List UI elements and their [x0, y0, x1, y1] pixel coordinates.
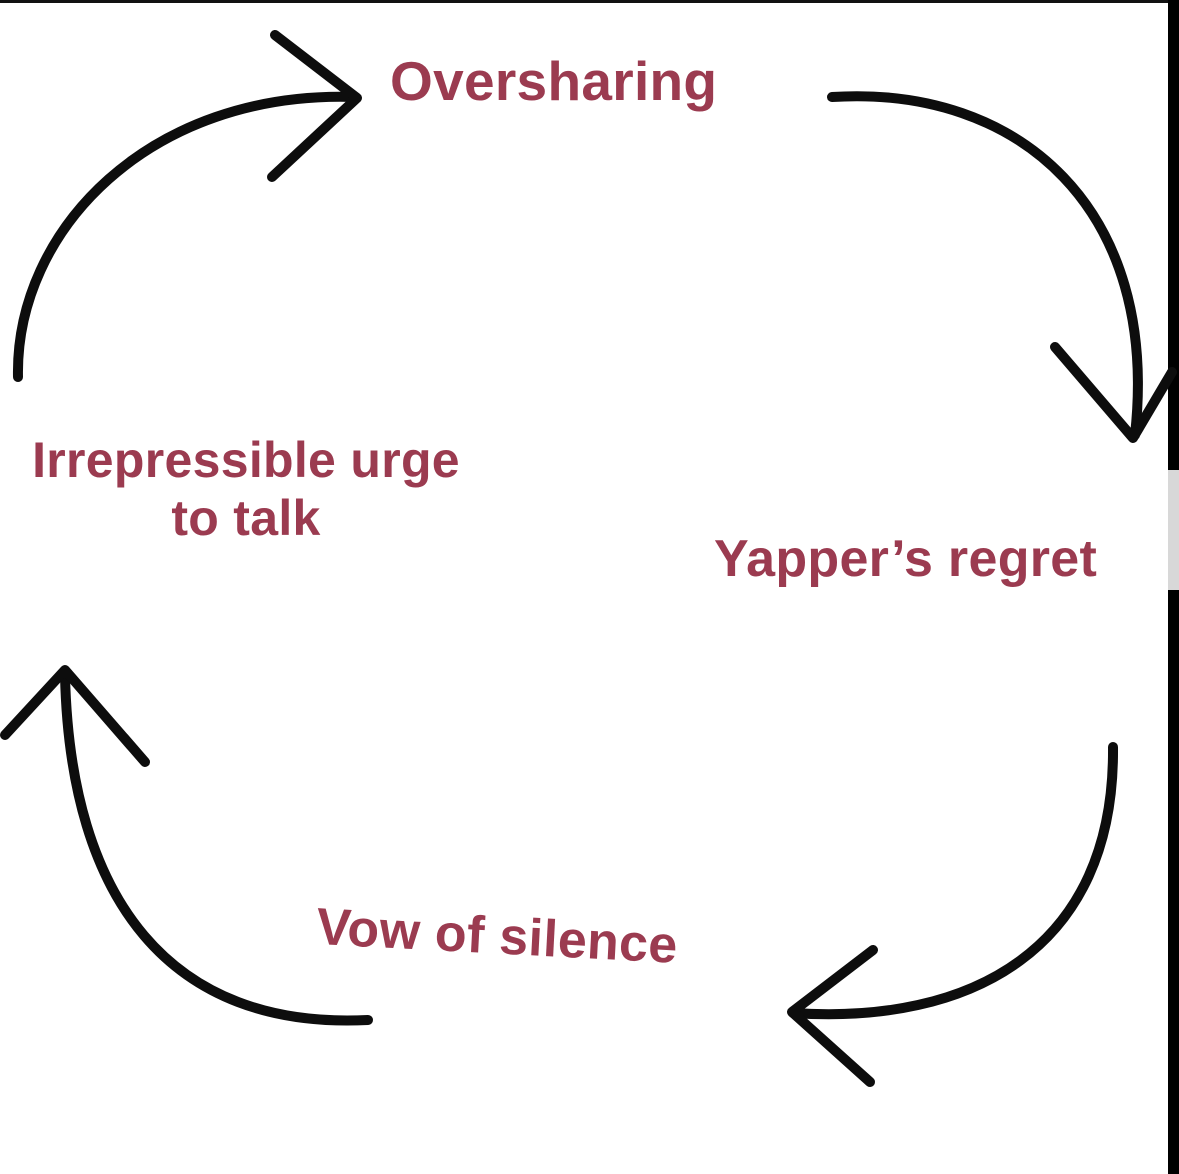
- arrow-oversharing-to-regret: [827, 91, 1143, 440]
- arrow-urge-to-oversharing: [12, 91, 360, 382]
- stage-irrepressible-urge-line1: Irrepressible urge: [32, 432, 460, 488]
- arrowhead-regret-to-silence: [787, 945, 878, 1087]
- stage-irrepressible-urge-label: Irrepressible urge to talk: [0, 432, 506, 547]
- arrow-regret-to-silence: [788, 742, 1119, 1020]
- top-border: [0, 0, 1179, 3]
- stage-yappers-regret-label: Yapper’s regret: [714, 530, 1098, 588]
- arrowhead-oversharing-to-regret: [1050, 342, 1177, 443]
- arrowhead-urge-to-oversharing: [267, 30, 362, 182]
- stage-irrepressible-urge-line2: to talk: [171, 489, 321, 546]
- arrowhead-silence-to-urge: [0, 665, 150, 767]
- stage-oversharing-label: Oversharing: [390, 50, 718, 112]
- arrow-silence-to-urge: [60, 670, 373, 1026]
- right-border-gap: [1168, 470, 1179, 590]
